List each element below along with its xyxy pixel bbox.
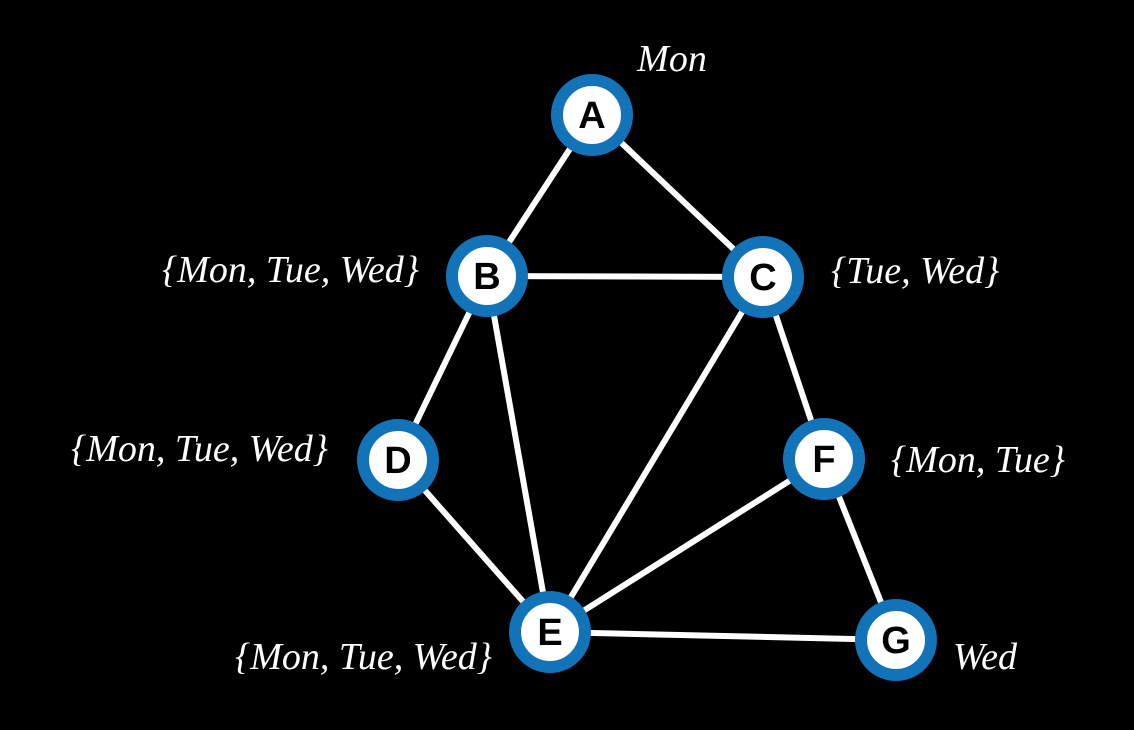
node-E-circle bbox=[509, 591, 591, 673]
node-D-letter: D bbox=[384, 440, 411, 482]
node-G: G bbox=[855, 599, 937, 681]
edge-B-E bbox=[484, 273, 553, 635]
node-G-domain-label: Wed bbox=[953, 636, 1018, 678]
node-A-letter: A bbox=[578, 95, 605, 137]
node-A-domain-label: Mon bbox=[636, 38, 707, 80]
node-A-circle bbox=[551, 74, 633, 156]
node-B-letter: B bbox=[473, 256, 500, 298]
node-C: C bbox=[722, 236, 804, 318]
edge-B-C bbox=[484, 273, 766, 280]
node-F-domain-label: {Mon, Tue} bbox=[891, 439, 1065, 481]
edge-E-F bbox=[547, 456, 827, 635]
node-D: D bbox=[357, 419, 439, 501]
node-E: E bbox=[509, 591, 591, 673]
labels-layer: Mon {Mon, Tue, Wed} {Tue, Wed} {Mon, Tue, W… bbox=[71, 38, 1065, 678]
node-E-domain-label: {Mon, Tue, Wed} bbox=[235, 636, 492, 678]
node-E-letter: E bbox=[537, 612, 562, 654]
edge-C-E bbox=[547, 274, 766, 635]
node-D-domain-label: {Mon, Tue, Wed} bbox=[71, 428, 328, 470]
node-D-circle bbox=[357, 419, 439, 501]
node-A: A bbox=[551, 74, 633, 156]
node-B-domain-label: {Mon, Tue, Wed} bbox=[162, 249, 419, 291]
node-C-circle bbox=[722, 236, 804, 318]
node-F: F bbox=[783, 418, 865, 500]
node-G-circle bbox=[855, 599, 937, 681]
nodes-layer: A B C D E F G bbox=[357, 74, 937, 681]
edge-E-G bbox=[547, 629, 899, 643]
node-C-letter: C bbox=[749, 257, 776, 299]
node-B: B bbox=[446, 235, 528, 317]
node-F-circle bbox=[783, 418, 865, 500]
node-G-letter: G bbox=[881, 620, 911, 662]
node-F-letter: F bbox=[812, 439, 835, 481]
node-C-domain-label: {Tue, Wed} bbox=[831, 250, 999, 292]
node-B-circle bbox=[446, 235, 528, 317]
edges-layer bbox=[395, 112, 899, 643]
